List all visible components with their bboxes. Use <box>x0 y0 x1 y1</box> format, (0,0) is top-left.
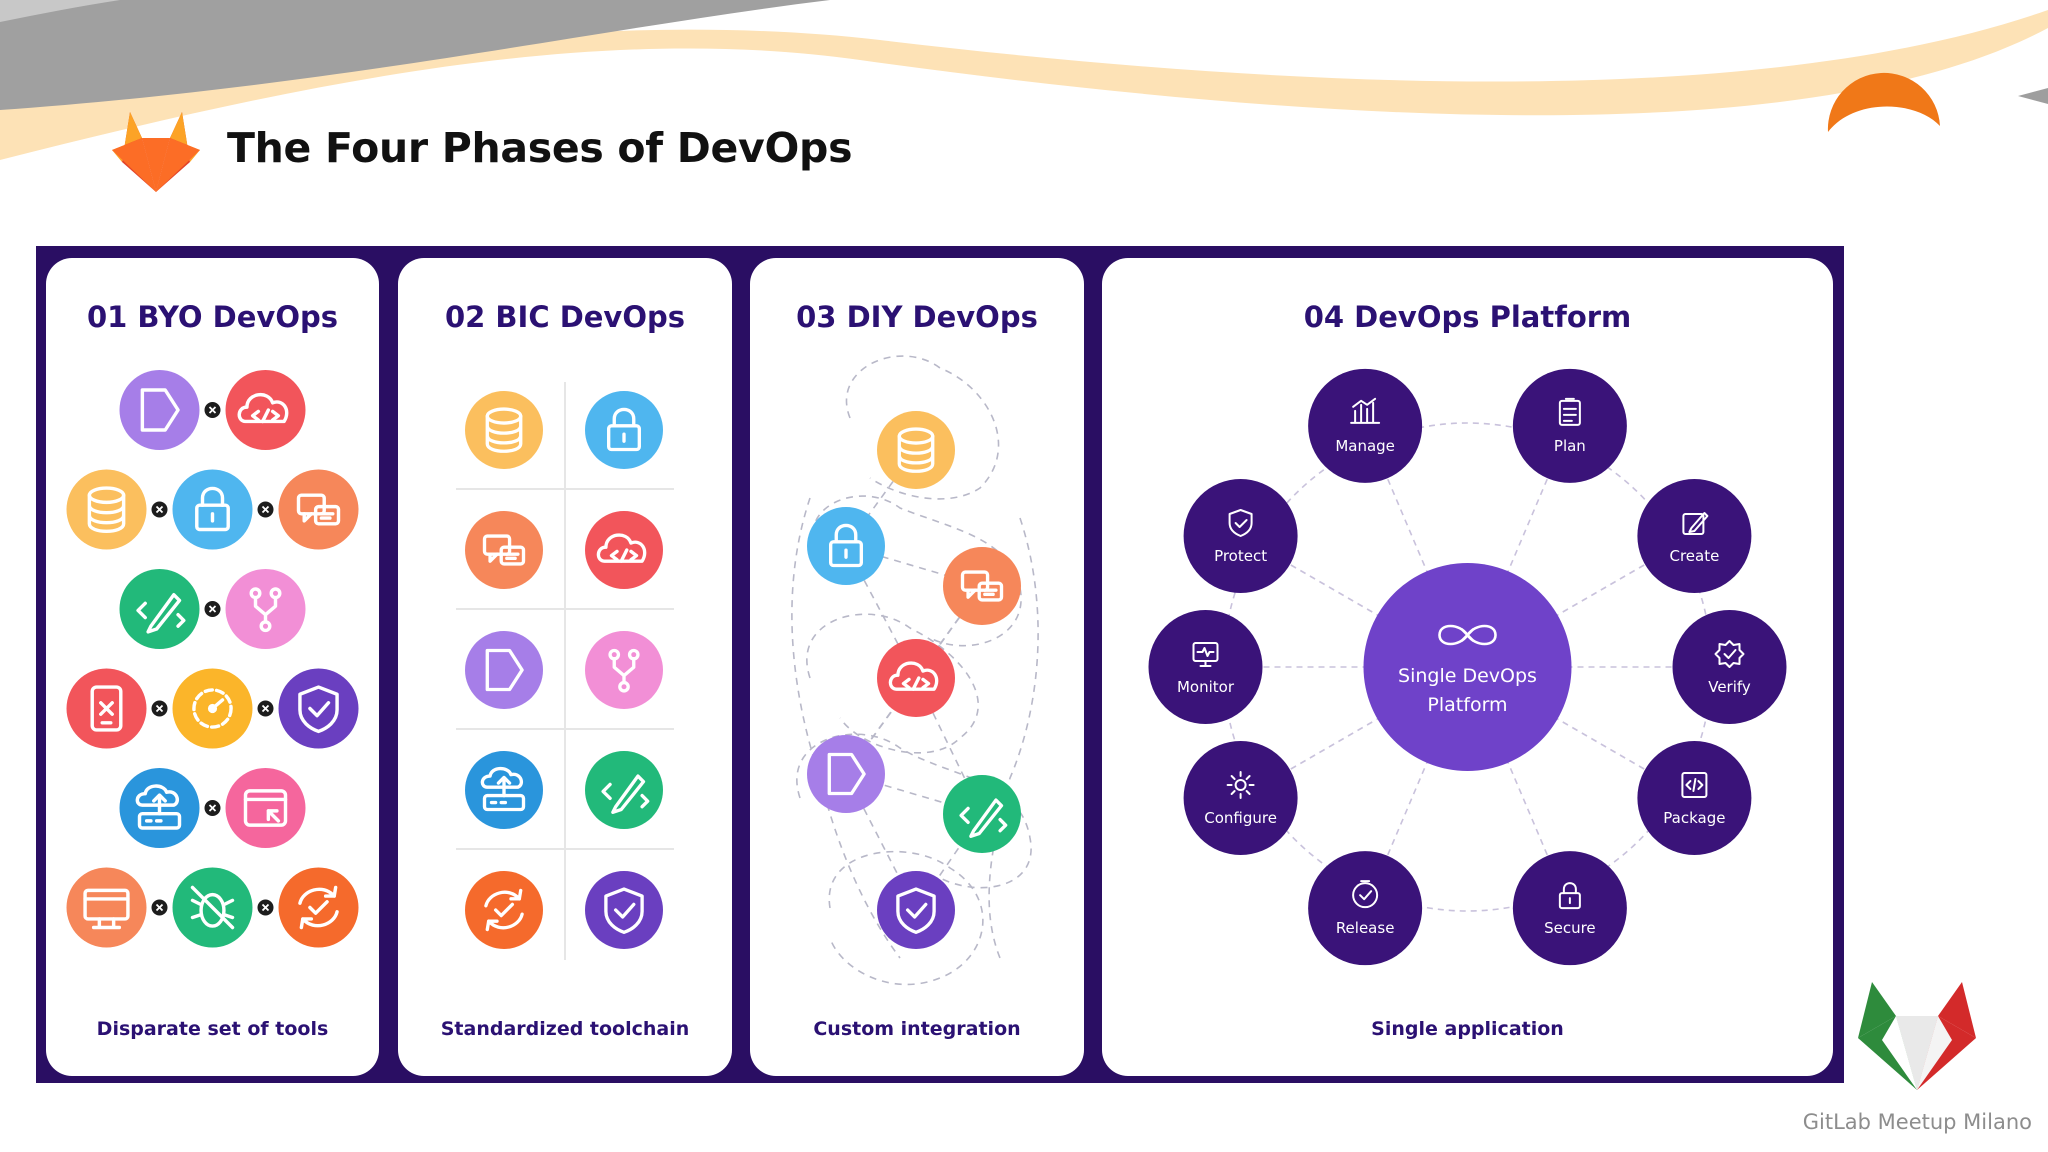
doc-icon <box>119 370 200 450</box>
footer-text: GitLab Meetup Milano <box>1802 1110 2032 1134</box>
deploy-icon <box>465 751 543 829</box>
sun-icon <box>1827 72 1940 132</box>
connector-x-icon <box>151 501 168 518</box>
stage-label: Plan <box>1554 437 1586 455</box>
phase-card-diy: 03 DIY DevOps Custom integration <box>750 258 1084 1076</box>
pencil-code-icon <box>119 569 200 649</box>
stage-label: Secure <box>1544 919 1596 937</box>
phase-card-bic: 02 BIC DevOps Standardized toolchain <box>398 258 732 1076</box>
phase-card-byo: 01 BYO DevOps Disparate set of tools <box>46 258 379 1076</box>
shield-icon <box>585 871 663 949</box>
phase-title-diy: 03 DIY DevOps <box>796 300 1038 334</box>
doc-icon <box>465 631 543 709</box>
shield-icon <box>877 871 955 949</box>
connector-x-icon <box>257 899 274 916</box>
stage-secure: Secure <box>1512 851 1627 966</box>
toolchain-grid <box>456 382 674 960</box>
connector-x-icon <box>151 899 168 916</box>
bug-off-icon <box>172 867 253 948</box>
stage-manage: Manage <box>1308 368 1423 483</box>
stage-label: Configure <box>1204 809 1277 827</box>
chat-icon <box>278 469 359 550</box>
monitor-icon <box>1192 642 1219 667</box>
chat-icon <box>465 511 543 589</box>
stage-package: Package <box>1637 741 1752 855</box>
lock-icon <box>807 507 885 585</box>
shield-icon <box>1228 509 1253 537</box>
doc-icon <box>807 735 885 813</box>
phase-caption-diy: Custom integration <box>813 1018 1021 1040</box>
hub-label-line1: Single DevOps <box>1398 665 1537 687</box>
database-icon <box>66 469 147 550</box>
database-icon <box>877 411 955 489</box>
window-icon <box>225 768 306 848</box>
connector-x-icon <box>257 700 274 717</box>
stage-label: Manage <box>1335 437 1395 455</box>
stage-label: Create <box>1669 547 1719 565</box>
slide-title: The Four Phases of DevOps <box>227 124 853 172</box>
lock-icon <box>1558 882 1581 910</box>
folder-icon <box>66 867 147 948</box>
phase-diagram-bic <box>456 382 674 960</box>
box-code-icon <box>1681 772 1708 798</box>
edit-icon <box>1682 512 1709 535</box>
branch-icon <box>585 631 663 709</box>
branch-icon <box>225 569 306 649</box>
database-icon <box>465 391 543 469</box>
phase-caption-bic: Standardized toolchain <box>440 1018 690 1040</box>
phase-title-bic: 02 BIC DevOps <box>444 300 686 334</box>
stage-configure: Configure <box>1183 741 1298 855</box>
pencil-code-icon <box>585 751 663 829</box>
stage-verify: Verify <box>1672 610 1787 724</box>
stage-monitor: Monitor <box>1148 610 1263 724</box>
mobile-test-icon <box>66 668 147 749</box>
deploy-icon <box>119 768 200 848</box>
phase-diagram-diy <box>791 355 1039 986</box>
badge-check-icon <box>1714 640 1745 668</box>
gear-icon <box>1226 771 1255 799</box>
stage-label: Package <box>1663 809 1725 827</box>
infinity-icon <box>1438 624 1497 646</box>
phase-diagram-byo <box>66 370 359 948</box>
gauge-icon <box>172 668 253 749</box>
hub-label-line2: Platform <box>1427 694 1507 716</box>
phase-caption-platform: Single application <box>1371 1018 1564 1040</box>
stage-label: Protect <box>1214 547 1267 565</box>
stage-label: Monitor <box>1177 678 1235 696</box>
shield-icon <box>278 668 359 749</box>
chat-icon <box>943 547 1021 625</box>
lock-icon <box>172 469 253 550</box>
stage-plan: Plan <box>1512 368 1627 483</box>
board-icon <box>1558 397 1581 426</box>
phase-title-platform: 04 DevOps Platform <box>1303 300 1632 334</box>
stage-release: Release <box>1308 851 1423 966</box>
phase-title-byo: 01 BYO DevOps <box>86 300 338 334</box>
phase-caption-byo: Disparate set of tools <box>96 1018 329 1040</box>
lock-icon <box>585 391 663 469</box>
connector-x-icon <box>204 402 221 418</box>
connector-x-icon <box>204 601 221 617</box>
stage-label: Verify <box>1708 678 1751 696</box>
gitlab-logo-icon <box>112 112 200 192</box>
cloud-code-icon <box>585 511 663 589</box>
stage-label: Release <box>1336 919 1395 937</box>
cloud-code-icon <box>225 370 306 450</box>
cloud-code-icon <box>877 639 955 717</box>
connector-x-icon <box>257 501 274 518</box>
stage-create: Create <box>1637 479 1752 593</box>
chart-icon <box>1350 397 1381 424</box>
connector-x-icon <box>204 800 221 816</box>
cycle-check-icon <box>465 871 543 949</box>
pencil-code-icon <box>943 775 1021 853</box>
stage-protect: Protect <box>1183 479 1298 593</box>
cycle-check-icon <box>278 867 359 948</box>
meetup-logo-icon <box>1858 982 1976 1090</box>
rocket-icon <box>1352 880 1379 909</box>
connector-x-icon <box>151 700 168 717</box>
